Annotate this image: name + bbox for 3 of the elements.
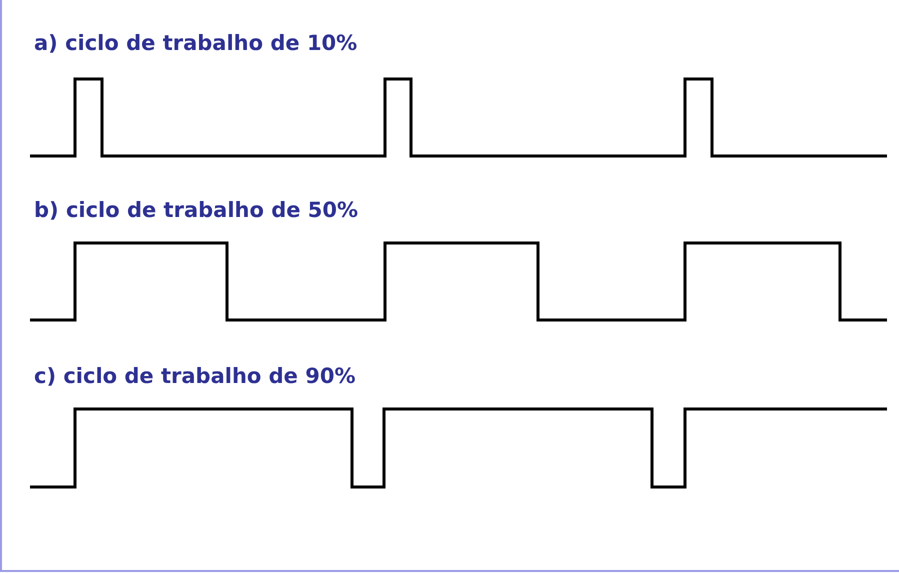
waveform-label: b) ciclo de trabalho de 50% xyxy=(34,200,358,221)
waveform-label: a) ciclo de trabalho de 10% xyxy=(34,33,358,54)
waveform-label: c) ciclo de trabalho de 90% xyxy=(34,366,356,387)
